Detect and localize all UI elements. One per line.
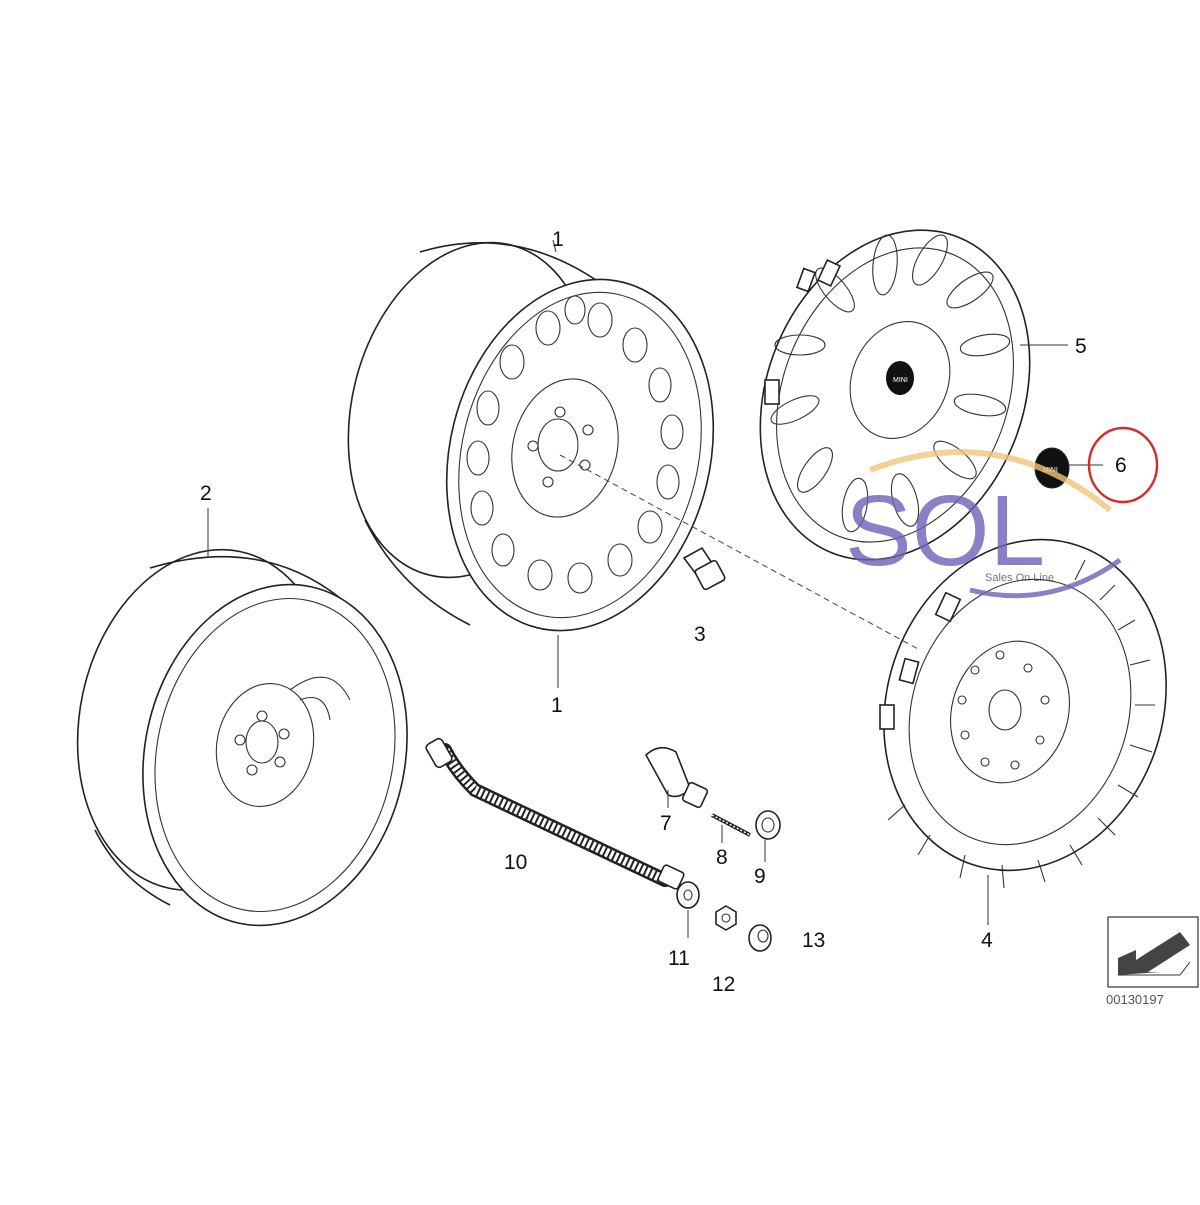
callout-1-top: 1 <box>552 228 564 251</box>
callout-8: 8 <box>716 846 728 869</box>
callout-5: 5 <box>1075 335 1087 358</box>
wheel-bolt <box>682 546 726 591</box>
callout-7: 7 <box>660 812 672 835</box>
callout-3: 3 <box>694 623 706 646</box>
steel-wheel-spare <box>76 548 408 927</box>
callout-12: 12 <box>712 973 735 996</box>
reference-number: 00130197 <box>1106 992 1164 1007</box>
washer <box>676 881 700 909</box>
callout-2: 2 <box>200 482 212 505</box>
assembly-axis-line <box>559 454 921 651</box>
steel-wheel <box>347 241 715 632</box>
tire-valve <box>644 746 709 809</box>
leader-line-1-top <box>552 239 557 253</box>
svg-text:MINI: MINI <box>893 377 908 384</box>
valve-cap-small <box>748 924 772 952</box>
watermark-text: SOL <box>845 475 1045 587</box>
diagram-reference-box: 00130197 <box>1106 916 1199 1007</box>
arrow-icon <box>1118 932 1190 975</box>
hubcap-lower <box>879 538 1167 889</box>
callout-13: 13 <box>802 929 825 952</box>
callout-11: 11 <box>668 947 690 970</box>
valve-cap <box>755 810 781 840</box>
valve-core <box>711 813 751 837</box>
callout-10: 10 <box>504 851 527 874</box>
callout-6: 6 <box>1115 454 1127 477</box>
nut <box>715 905 737 931</box>
callout-9: 9 <box>754 865 766 888</box>
watermark-logo: SOL Sales On Line <box>845 449 1122 599</box>
highlight-circle-callout-6 <box>1087 426 1159 504</box>
valve-extension-hose <box>425 737 685 890</box>
watermark-subtext: Sales On Line <box>985 572 1054 584</box>
hubcap-upper: MINI <box>759 229 1031 561</box>
callout-4: 4 <box>981 929 993 952</box>
callout-1: 1 <box>551 694 563 717</box>
